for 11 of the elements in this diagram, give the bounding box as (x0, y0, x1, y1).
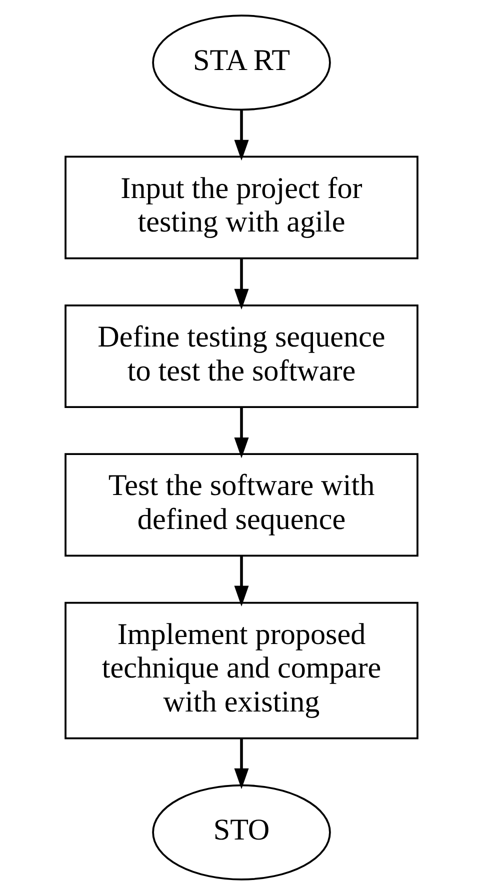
node-box: Define testing sequence to test the software (64, 304, 418, 408)
arrow (234, 110, 248, 161)
arrow (234, 556, 248, 606)
node-ellipse: STO (152, 784, 330, 880)
arrow (234, 738, 248, 790)
node-ellipse: STA RT (152, 14, 330, 111)
node-box: Implement proposed technique and compare with existing (64, 602, 418, 740)
node-box: Test the software with defined sequence (64, 453, 418, 557)
node-box: Input the project for testing with agile (64, 156, 418, 260)
arrow (234, 407, 248, 458)
arrow (234, 258, 248, 310)
